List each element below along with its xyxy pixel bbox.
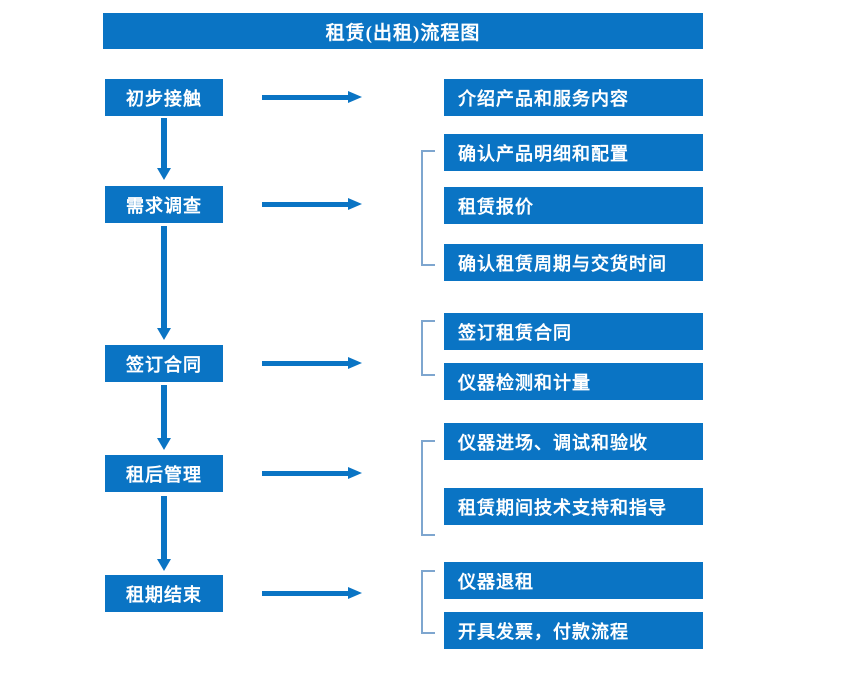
arrow-shaft — [262, 95, 350, 100]
arrow-shaft — [161, 496, 167, 560]
arrow-shaft — [262, 591, 350, 596]
stage-box-xuqiu-diaocha[interactable]: 需求调查 — [105, 186, 223, 223]
arrow-head — [348, 357, 362, 369]
horizontal-arrow-stage2 — [262, 198, 362, 210]
group-bracket-zuhou-guanli — [421, 440, 435, 536]
arrow-shaft — [161, 118, 167, 169]
arrow-head — [348, 91, 362, 103]
arrow-head — [157, 328, 171, 340]
detail-box-zulin-baojia[interactable]: 租赁报价 — [444, 187, 703, 224]
arrow-shaft — [161, 226, 167, 329]
vertical-arrow-stage4-to-stage5 — [157, 496, 171, 571]
vertical-arrow-stage1-to-stage2 — [157, 118, 171, 180]
vertical-arrow-stage2-to-stage3 — [157, 226, 171, 340]
detail-box-zulin-qijian-jishu-zhichi[interactable]: 租赁期间技术支持和指导 — [444, 488, 703, 525]
arrow-head — [157, 168, 171, 180]
detail-box-qianding-zulin-hetong[interactable]: 签订租赁合同 — [444, 313, 703, 350]
detail-box-yiqi-tuizu[interactable]: 仪器退租 — [444, 562, 703, 599]
flowchart-title: 租赁(出租)流程图 — [103, 13, 703, 49]
group-bracket-xuqiu-diaocha — [421, 150, 435, 266]
detail-box-queren-chanpin-mingxi[interactable]: 确认产品明细和配置 — [444, 134, 703, 171]
detail-box-jieshao-chanpin[interactable]: 介绍产品和服务内容 — [444, 79, 703, 116]
arrow-head — [348, 467, 362, 479]
detail-box-yiqi-jiance-jiliang[interactable]: 仪器检测和计量 — [444, 363, 703, 400]
horizontal-arrow-stage5 — [262, 587, 362, 599]
arrow-shaft — [161, 385, 167, 439]
horizontal-arrow-stage3 — [262, 357, 362, 369]
arrow-head — [157, 438, 171, 450]
detail-box-queren-zulin-zhouqi[interactable]: 确认租赁周期与交货时间 — [444, 244, 703, 281]
arrow-shaft — [262, 202, 350, 207]
arrow-shaft — [262, 361, 350, 366]
stage-box-chubu-jiechu[interactable]: 初步接触 — [105, 79, 223, 116]
horizontal-arrow-stage1 — [262, 91, 362, 103]
arrow-head — [348, 198, 362, 210]
arrow-shaft — [262, 471, 350, 476]
stage-box-zuqi-jieshu[interactable]: 租期结束 — [105, 575, 223, 612]
stage-box-zuhou-guanli[interactable]: 租后管理 — [105, 455, 223, 492]
horizontal-arrow-stage4 — [262, 467, 362, 479]
arrow-head — [348, 587, 362, 599]
detail-box-yiqi-jinchang-tiaoshi[interactable]: 仪器进场、调试和验收 — [444, 423, 703, 460]
group-bracket-qianding-hetong — [421, 320, 435, 376]
arrow-head — [157, 559, 171, 571]
group-bracket-zuqi-jieshu — [421, 570, 435, 634]
detail-box-kaiju-fapiao-fukuan[interactable]: 开具发票，付款流程 — [444, 612, 703, 649]
stage-box-qianding-hetong[interactable]: 签订合同 — [105, 345, 223, 382]
vertical-arrow-stage3-to-stage4 — [157, 385, 171, 450]
